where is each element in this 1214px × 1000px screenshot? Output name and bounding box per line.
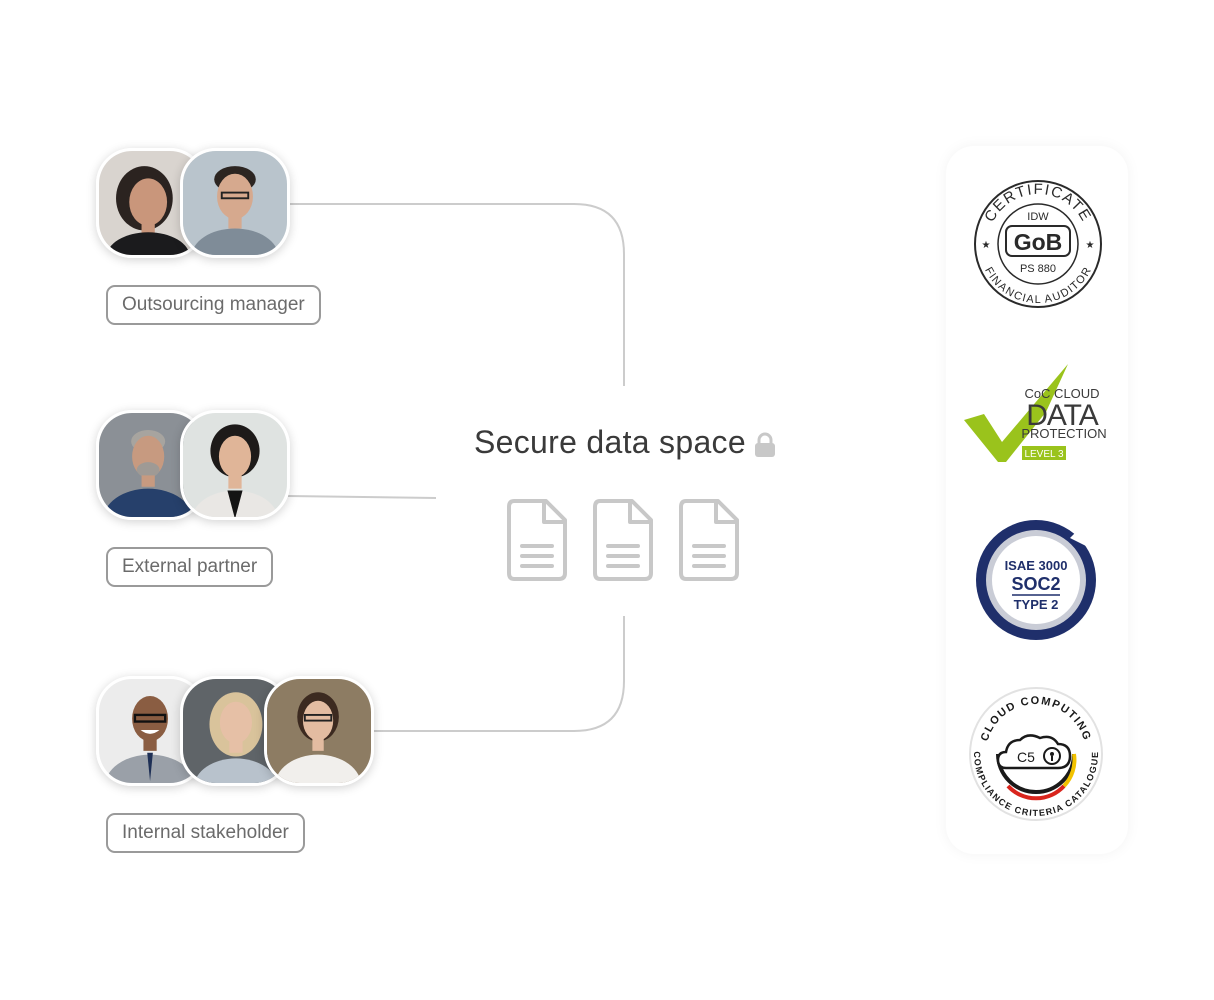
role-label-external-partner: External partner [106, 547, 274, 587]
avatar [180, 410, 290, 520]
avatar-group-internal [96, 676, 376, 788]
idw-certificate-badge: CERTIFICATE FINANCIAL AUDITOR IDW GoB PS… [972, 178, 1104, 310]
idw-line3: PS 880 [1020, 263, 1056, 275]
avatar-group-external [96, 410, 292, 522]
coc-data-protection-badge: CoC CLOUD DATA PROTECTION LEVEL 3 [962, 362, 1110, 466]
avatar-group-outsourcing [96, 148, 292, 260]
checkmark-icon [964, 364, 1068, 462]
role-label-outsourcing-manager: Outsourcing manager [106, 285, 321, 325]
coc-line3: PROTECTION [1021, 426, 1106, 441]
avatar [264, 676, 374, 786]
coc-line1: CoC CLOUD [1024, 386, 1099, 401]
connector-middle [287, 495, 437, 499]
idw-line1: IDW [1027, 211, 1049, 223]
soc2-line3: TYPE 2 [1014, 597, 1059, 612]
document-icon [679, 499, 739, 581]
c5-compliance-badge: CLOUD COMPUTING COMPLIANCE CRITERIA CATA… [968, 686, 1104, 822]
c5-center: C5 [1017, 749, 1035, 765]
soc2-line2: SOC2 [1011, 574, 1060, 594]
svg-text:★: ★ [1086, 240, 1095, 251]
avatar [180, 148, 290, 258]
connector-top [290, 203, 625, 386]
coc-line2: DATA [1026, 399, 1099, 432]
secure-data-space-title: Secure data space [474, 424, 746, 460]
avatar [96, 148, 206, 258]
soc2-line1: ISAE 3000 [1005, 558, 1068, 573]
idw-line2: GoB [1014, 229, 1063, 255]
document-icon [507, 499, 567, 581]
role-label-internal-stakeholder: Internal stakeholder [106, 813, 305, 853]
document-icon [593, 499, 653, 581]
svg-text:★: ★ [982, 240, 991, 251]
coc-level: LEVEL 3 [1024, 449, 1064, 460]
lock-icon [755, 432, 775, 457]
connector-bottom [374, 616, 625, 732]
soc2-type2-badge: ISAE 3000 SOC2 TYPE 2 [974, 518, 1098, 642]
